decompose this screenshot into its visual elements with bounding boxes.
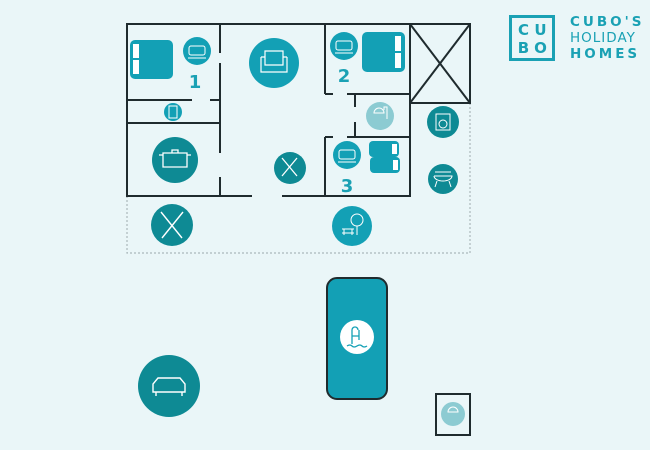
logo-line-1: CUBO'S xyxy=(570,14,645,30)
outdoor-shower xyxy=(435,393,471,436)
bedroom-3-number: 3 xyxy=(341,176,354,197)
logo-letter: U xyxy=(534,21,547,39)
logo-line-3: HOMES xyxy=(570,46,641,62)
bed-icon xyxy=(333,141,361,169)
terrace-outline xyxy=(126,103,471,254)
garden-icon xyxy=(332,206,372,246)
barbecue-icon xyxy=(428,164,458,194)
logo-line-2: HOLIDAY xyxy=(570,30,636,46)
logo-mark: C U B O xyxy=(509,15,555,61)
bedroom-2-number: 2 xyxy=(338,66,351,87)
logo-text: CUBO'S HOLIDAY HOMES xyxy=(570,14,645,62)
logo-letter: B xyxy=(517,39,530,57)
outdoor-shower-icon xyxy=(441,402,465,426)
walls xyxy=(126,23,471,197)
bed-icon xyxy=(330,32,358,60)
sofa-icon xyxy=(249,38,299,88)
fridge-icon xyxy=(164,103,182,121)
washing-machine-icon xyxy=(427,106,459,138)
logo-letter: C xyxy=(517,21,529,39)
bedroom-1-number: 1 xyxy=(189,72,202,93)
bed-icon xyxy=(183,37,211,65)
cooking-pot-icon xyxy=(152,137,198,183)
car-icon xyxy=(138,355,200,417)
beds-3 xyxy=(369,141,400,173)
shower-icon xyxy=(366,102,394,130)
pool-icon xyxy=(340,320,374,354)
bed-1 xyxy=(130,40,173,79)
cutlery-icon xyxy=(151,204,193,246)
cutlery-icon xyxy=(274,152,306,184)
logo-letter: O xyxy=(534,39,547,57)
bed-2 xyxy=(362,32,405,72)
